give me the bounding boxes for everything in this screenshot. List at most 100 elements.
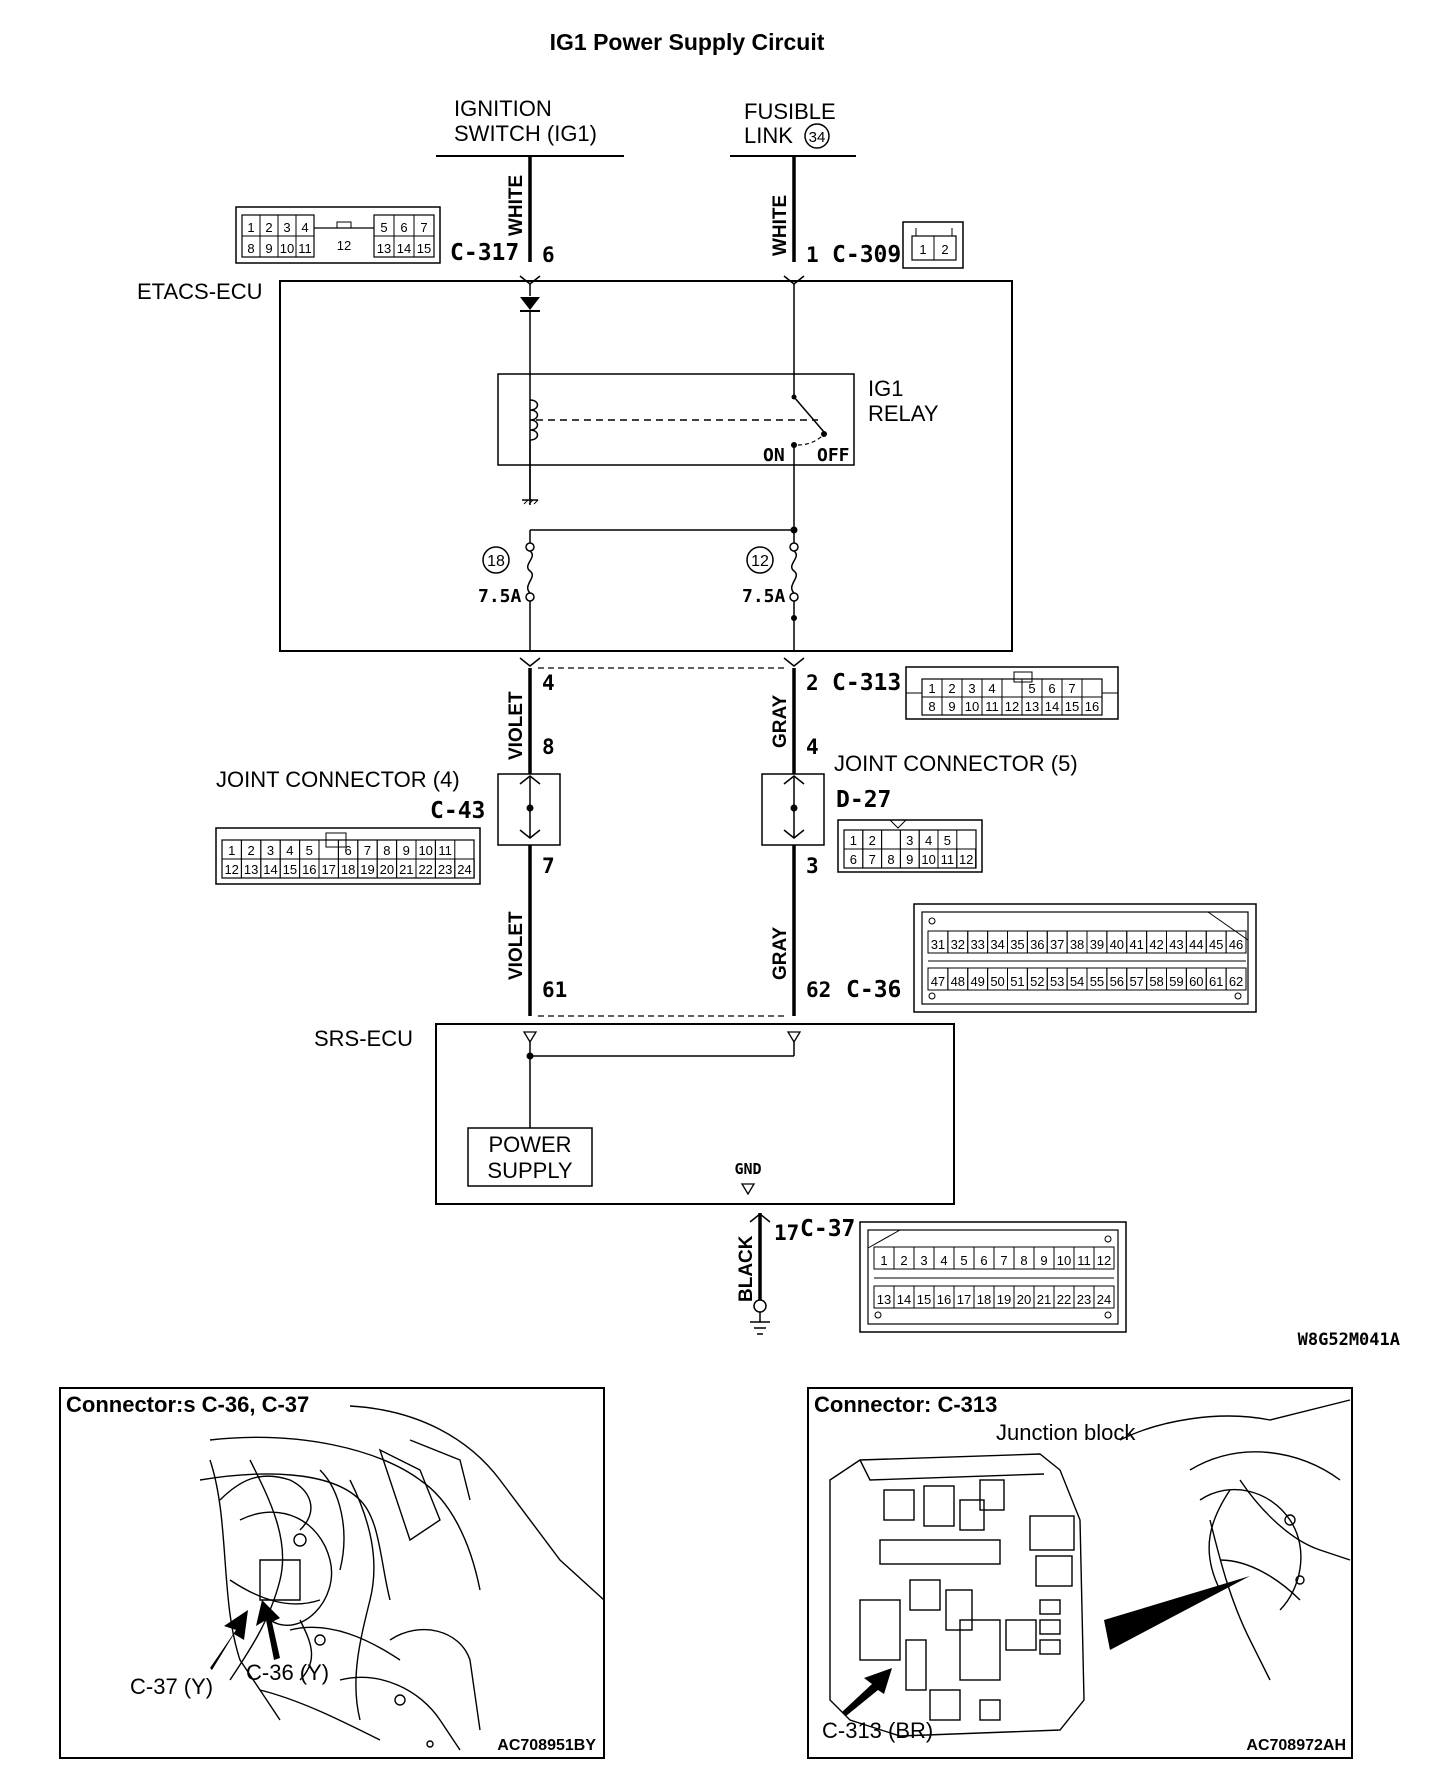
wire-color-black: BLACK <box>736 1235 757 1302</box>
wire-color-violet-bottom: VIOLET <box>506 911 527 980</box>
svg-text:9: 9 <box>265 241 272 256</box>
connector-pin-number: 23 <box>1077 1292 1091 1307</box>
connector-c317: 1 2 3 4 5 6 7 8 9 10 11 12 13 14 15 <box>235 206 441 264</box>
joint-connector-4-box <box>497 773 561 846</box>
connector-pin-number: 1 <box>228 843 235 858</box>
pin-4-d27: 4 <box>806 735 819 759</box>
srs-ecu-box <box>435 1023 955 1205</box>
connector-pin-number: 22 <box>1057 1292 1071 1307</box>
connector-pin-number: 6 <box>344 843 351 858</box>
connector-cavity <box>1093 1285 1115 1309</box>
connector-pin-number: 33 <box>970 937 984 952</box>
connector-pin-number: 21 <box>399 862 413 877</box>
connector-pin-number: 12 <box>959 852 973 867</box>
junction-block-illustration <box>829 1399 1351 1737</box>
connector-pin-number: 54 <box>1070 974 1084 989</box>
panel-left-c36-label: C-36 (Y) <box>246 1660 329 1685</box>
connector-pin-number: 10 <box>965 699 979 714</box>
connector-pin-number: 1 <box>850 833 857 848</box>
panel-left-code: AC708951BY <box>497 1737 596 1754</box>
ground-symbol-icon <box>750 1299 770 1335</box>
connector-pin-number: 22 <box>418 862 432 877</box>
joint-connector-5-label: JOINT CONNECTOR (5) <box>834 751 1078 776</box>
connector-cavity <box>1093 1246 1115 1270</box>
connector-pin-number: 59 <box>1169 974 1183 989</box>
connector-pin-number: 38 <box>1070 937 1084 952</box>
fuse-12-number: 12 <box>751 553 769 570</box>
svg-text:8: 8 <box>247 241 254 256</box>
joint-connector-4-label: JOINT CONNECTOR (4) <box>216 767 460 792</box>
connector-pin-number: 12 <box>1005 699 1019 714</box>
c309-label: C-309 <box>832 242 901 268</box>
connector-pin-number: 13 <box>1025 699 1039 714</box>
ignition-switch: IGNITION SWITCH (IG1) <box>436 96 624 157</box>
pin-8: 8 <box>542 735 555 759</box>
connector-pin-number: 5 <box>306 843 313 858</box>
svg-text:11: 11 <box>298 241 312 256</box>
svg-text:2: 2 <box>941 242 948 257</box>
joint-connector-5-box <box>761 773 825 846</box>
connector-cavity <box>1225 930 1247 954</box>
connector-pin-number: 21 <box>1037 1292 1051 1307</box>
connector-pin-number: 24 <box>1097 1292 1111 1307</box>
wire-color-gray-bottom: GRAY <box>770 927 791 980</box>
connector-pin-number: 49 <box>970 974 984 989</box>
fuse-18-icon <box>525 530 535 651</box>
connector-pin-number: 8 <box>1020 1253 1027 1268</box>
svg-text:15: 15 <box>417 241 431 256</box>
connector-pin-number: 4 <box>286 843 293 858</box>
wire-color-gray-top: GRAY <box>770 695 791 748</box>
svg-text:1: 1 <box>919 242 926 257</box>
svg-text:7: 7 <box>420 220 427 235</box>
connector-cavity <box>881 829 901 850</box>
connector-pin-number: 48 <box>951 974 965 989</box>
connector-pin-number: 32 <box>951 937 965 952</box>
svg-text:1: 1 <box>247 220 254 235</box>
etacs-ecu-box <box>279 280 1013 652</box>
pin-7: 7 <box>542 854 555 878</box>
fuse-18-number-circle <box>482 546 510 574</box>
fusible-label-1: FUSIBLE <box>744 99 836 124</box>
panel-right-subtitle: Junction block <box>996 1420 1136 1445</box>
connector-pin-number: 3 <box>906 833 913 848</box>
connector-pin-number: 5 <box>1028 681 1035 696</box>
connector-cavity <box>1225 967 1247 991</box>
connector-pin-number: 23 <box>438 862 452 877</box>
connector-pin-number: 8 <box>887 852 894 867</box>
dashboard-illustration <box>199 1405 605 1751</box>
fusible-number-circle <box>804 123 830 149</box>
connector-pin-number: 55 <box>1090 974 1104 989</box>
panel-left-title: Connector:s C-36, C-37 <box>66 1392 309 1417</box>
ig1-relay-box <box>497 373 855 466</box>
connector-pin-number: 20 <box>1017 1292 1031 1307</box>
connector-pin-number: 2 <box>948 681 955 696</box>
wire-color-white-left: WHITE <box>506 175 527 236</box>
svg-text:5: 5 <box>380 220 387 235</box>
connector-pin-number: 7 <box>364 843 371 858</box>
power-supply-label-1: POWER <box>488 1132 571 1157</box>
connector-pin-number: 11 <box>941 852 955 867</box>
panel-connectors-c36-c37: Connector:s C-36, C-37 <box>59 1387 605 1759</box>
svg-text:13: 13 <box>377 241 391 256</box>
pin-61: 61 <box>542 978 567 1002</box>
fusible-link: FUSIBLE LINK 34 <box>730 99 856 157</box>
connector-pin-number: 34 <box>990 937 1004 952</box>
fuse-12-number-circle <box>746 546 774 574</box>
connector-pin-number: 9 <box>403 843 410 858</box>
connector-pin-number: 17 <box>321 862 335 877</box>
connector-pin-number: 17 <box>957 1292 971 1307</box>
connector-pin-number: 45 <box>1209 937 1223 952</box>
connector-pin-number: 10 <box>1057 1253 1071 1268</box>
connector-pin-number: 11 <box>985 699 999 714</box>
connector-pin-number: 62 <box>1229 974 1243 989</box>
connector-pin-number: 15 <box>1065 699 1079 714</box>
power-supply-box <box>467 1127 593 1187</box>
connector-pin-number: 61 <box>1209 974 1223 989</box>
panel-connector-c313: Connector: C-313 Junction block <box>807 1387 1353 1759</box>
connector-pin-number: 7 <box>1000 1253 1007 1268</box>
relay-off-label: OFF <box>817 445 850 466</box>
connector-pin-number: 37 <box>1050 937 1064 952</box>
